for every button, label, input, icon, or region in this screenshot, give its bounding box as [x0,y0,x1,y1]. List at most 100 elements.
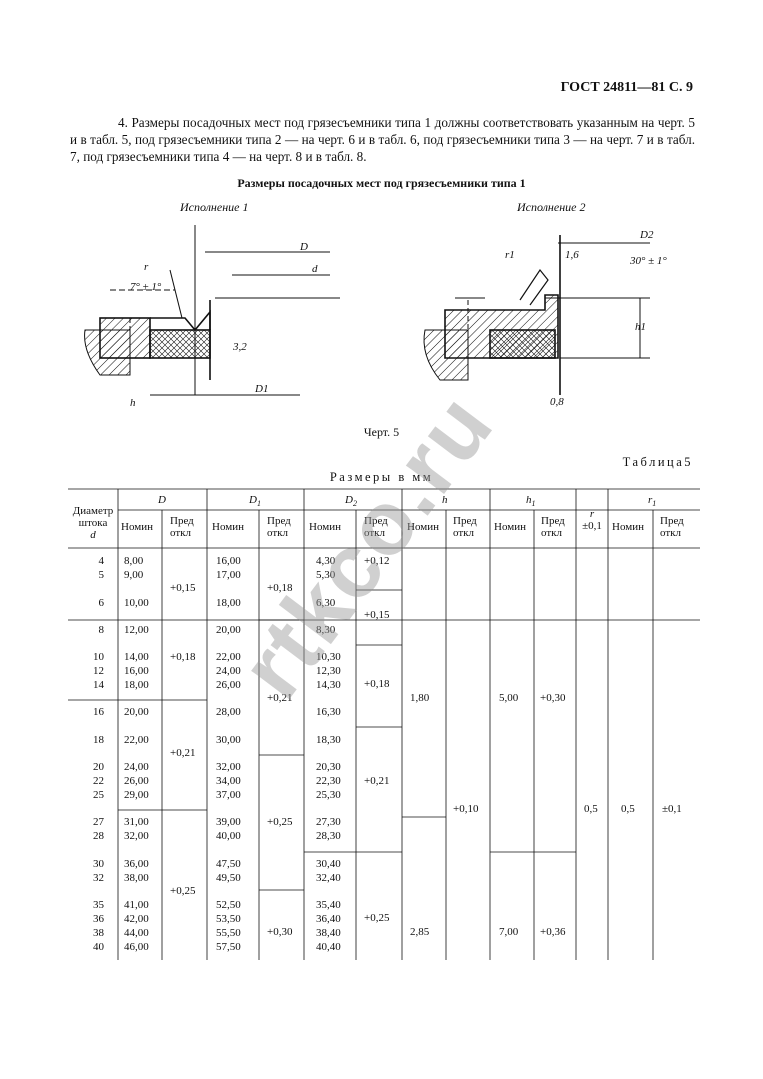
variant-2-label: Исполнение 2 [517,200,586,214]
label-angle-1: 7° ± 1° [130,281,162,293]
cell-d2: 28,30 [316,830,341,842]
cell-d2: 14,30 [316,679,341,691]
cell-d: 40 [93,941,104,953]
cell-d: 5 [98,569,105,581]
cell-d: 18,00 [124,679,149,691]
label-rough-32: 3,2 [232,341,247,353]
tol-D2-3: +0,18 [364,678,390,690]
cell-d2: 20,30 [316,761,341,773]
cell-d: 36 [93,913,104,925]
cell-d2: 8,30 [316,624,336,636]
r1-tol: ±0,1 [662,803,682,815]
label-D1: D1 [254,383,268,395]
table-number: Таблица5 [622,455,693,469]
cell-d1: 17,00 [216,569,241,581]
sub-nom-h: Номин [407,521,439,533]
cell-d2: 32,40 [316,872,341,884]
label-r1: r1 [505,249,515,261]
drawing-variant-2 [423,235,650,395]
drawing-variant-1 [84,225,340,396]
cell-d: 36,00 [124,858,149,870]
figure-caption: Черт. 5 [363,425,400,439]
variant-1-label: Исполнение 1 [180,200,249,214]
header-h1: h1 [526,494,536,509]
figure-title: Размеры посадочных мест под грязесъемник… [237,176,526,190]
cell-d2: 12,30 [316,665,341,677]
cell-d: 12 [93,665,104,677]
label-rough-16: 1,6 [565,249,579,261]
cell-d1: 47,50 [216,858,241,870]
label-r: r [144,261,149,273]
tol-D2-4: +0,21 [364,775,390,787]
cell-d1: 22,00 [216,651,241,663]
cell-d2: 10,30 [316,651,341,663]
cell-d: 25 [93,789,104,801]
label-d: d [312,263,318,275]
cell-d: 6 [98,597,105,609]
cell-d: 38 [93,927,104,939]
h1-nom-2: 7,00 [499,926,519,938]
sub-nom-h1: Номин [494,521,526,533]
cell-d: 41,00 [124,899,149,911]
cell-d2: 22,30 [316,775,341,787]
label-angle-2: 30° ± 1° [629,255,667,267]
h-nom-1: 1,80 [410,692,430,704]
tol-D1-1: +0,18 [267,582,293,594]
paragraph-4: 4. Размеры посадочных мест под грязесъем… [70,115,695,164]
cell-d: 20,00 [124,706,149,718]
cell-d1: 49,50 [216,872,241,884]
header-D1: D1 [249,494,261,509]
cell-d1: 16,00 [216,555,241,567]
cell-d2: 16,30 [316,706,341,718]
cell-d1: 39,00 [216,816,241,828]
cell-d2: 30,40 [316,858,341,870]
tol-D-3: +0,21 [170,747,196,759]
cell-d: 8 [98,624,105,636]
tol-D1-3: +0,25 [267,816,293,828]
tol-D1-2: +0,21 [267,692,293,704]
cell-d: 27 [93,816,104,828]
label-D2: D2 [639,229,654,241]
sub-nom-D2: Номин [309,521,341,533]
cell-d: 10 [93,651,104,663]
cell-d2: 40,40 [316,941,341,953]
cell-d: 29,00 [124,789,149,801]
header-h: h [442,494,448,506]
cell-d1: 34,00 [216,775,241,787]
cell-d2: 18,30 [316,734,341,746]
cell-d2: 27,30 [316,816,341,828]
tol-D-2: +0,18 [170,651,196,663]
r1-nom: 0,5 [621,803,635,815]
tol-D-1: +0,15 [170,582,196,594]
cell-d: 16,00 [124,665,149,677]
h1-tol-2: +0,36 [540,926,566,938]
cell-d1: 28,00 [216,706,241,718]
sub-nom-D: Номин [121,521,153,533]
label-rough-08: 0,8 [550,396,564,408]
h1-tol-1: +0,30 [540,692,566,704]
header-D: D [158,494,166,506]
h-nom-2: 2,85 [410,926,430,938]
cell-d1: 18,00 [216,597,241,609]
cell-d: 30 [93,858,104,870]
header-D2: D2 [345,494,357,509]
cell-d: 32 [93,872,104,884]
cell-d2: 36,40 [316,913,341,925]
table-units: Размеры в мм [329,470,434,484]
cell-d: 24,00 [124,761,149,773]
h-tol: +0,10 [453,803,479,815]
cell-d: 46,00 [124,941,149,953]
tol-D1-4: +0,30 [267,926,293,938]
page-header: ГОСТ 24811—81 С. 9 [560,80,693,95]
tol-D2-5: +0,25 [364,912,390,924]
cell-d: 14,00 [124,651,149,663]
cell-d: 31,00 [124,816,149,828]
sub-nom-D1: Номин [212,521,244,533]
cell-d1: 53,50 [216,913,241,925]
cell-d2: 25,30 [316,789,341,801]
cell-d1: 40,00 [216,830,241,842]
cell-d: 12,00 [124,624,149,636]
